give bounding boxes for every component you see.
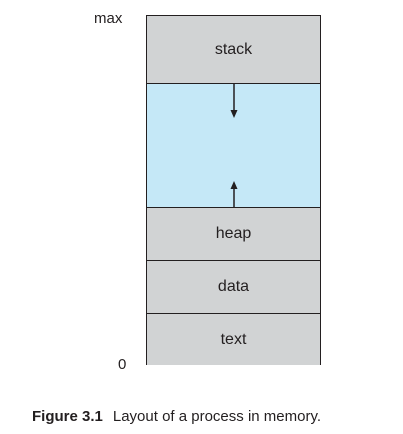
free-space-segment <box>147 83 320 208</box>
growth-arrows <box>230 84 238 208</box>
figure-number: Figure 3.1 <box>32 408 103 425</box>
text-label: text <box>220 330 247 348</box>
figure-caption: Figure 3.1 Layout of a process in memory. <box>32 408 321 426</box>
max-address-label: max <box>94 10 123 27</box>
caption-text: Layout of a process in memory. <box>112 408 322 425</box>
heap-segment: heap <box>147 207 320 260</box>
data-segment: data <box>147 260 320 313</box>
text-segment: text <box>147 313 320 365</box>
up-arrow-icon <box>230 181 238 189</box>
zero-address-label: 0 <box>118 356 127 373</box>
stack-label: stack <box>214 40 253 58</box>
stack-segment: stack <box>147 16 320 83</box>
heap-label: heap <box>215 225 252 242</box>
data-label: data <box>217 278 250 295</box>
memory-layout-diagram: stack heap data text <box>146 15 321 365</box>
down-arrow-icon <box>230 110 238 118</box>
